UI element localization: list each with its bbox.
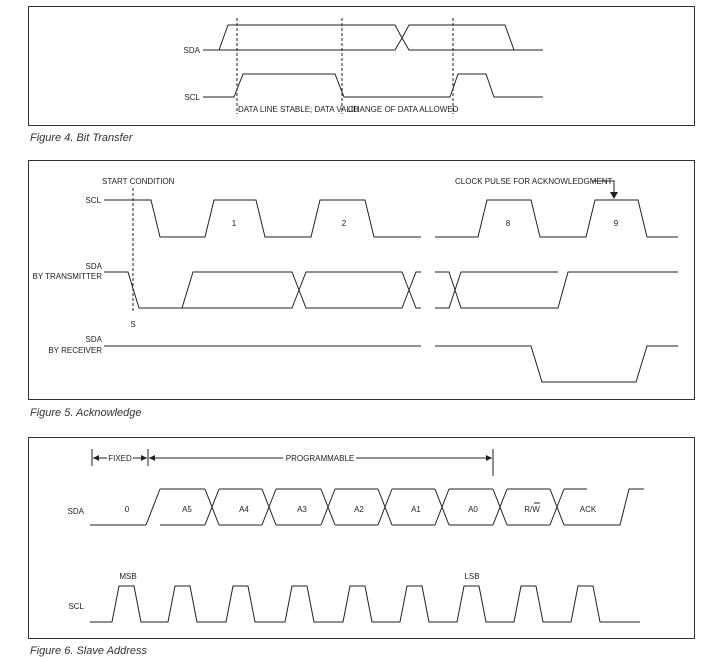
fig6-sda-cross <box>320 488 336 526</box>
fig6-prog-arrow-left <box>149 455 155 461</box>
fig6-sda-label: SDA <box>68 507 85 516</box>
fig6-bit-a5: A5 <box>182 505 192 514</box>
fig5-ack-arrow-line <box>592 180 615 193</box>
fig4-scl-waveform <box>203 73 543 98</box>
fig6-bit-a3: A3 <box>297 505 307 514</box>
fig6-sda-cross <box>434 488 450 526</box>
fig6-bit-a1: A1 <box>411 505 421 514</box>
fig6-sda-cross <box>145 488 161 526</box>
fig6-sda-cross <box>549 488 565 526</box>
fig6-bit-ack: ACK <box>580 505 597 514</box>
fig4-change-label: CHANGE OF DATA ALLOWED <box>348 105 459 114</box>
fig6-scl-waveform <box>90 585 640 623</box>
fig5-sda-tx-line-a <box>104 271 421 309</box>
fig5-sda-tx-line-b <box>182 271 421 309</box>
figure-4-panel <box>28 6 695 126</box>
fig4-sda-label: SDA <box>184 46 201 55</box>
fig5-s-label: S <box>130 320 135 329</box>
fig4-scl-label: SCL <box>184 93 200 102</box>
fig5-scl-waveform-b <box>435 199 678 238</box>
fig6-sda-waveform <box>90 488 644 526</box>
figure-4-diagram: SDA SCL DATA LINE STABLE; DATA VALID CHA… <box>184 18 543 114</box>
fig4-sda-low-line <box>203 24 543 51</box>
fig5-sda-tx-line-c <box>435 271 678 309</box>
fig5-ack-pulse-label: CLOCK PULSE FOR ACKNOWLEDGMENT <box>455 177 612 186</box>
fig5-sda-rx-label-2: BY RECEIVER <box>48 346 102 355</box>
fig6-scl-label: SCL <box>68 602 84 611</box>
fig4-stable-label: DATA LINE STABLE; DATA VALID <box>238 105 359 114</box>
fig5-pulse-1: 1 <box>232 219 237 228</box>
figure-6-caption: Figure 6. Slave Address <box>30 645 147 657</box>
fig6-bit-rw: R/W <box>524 505 540 514</box>
figure-6-panel <box>28 437 695 639</box>
fig5-sda-rx-label-1: SDA <box>86 335 103 344</box>
fig6-bit-a0: A0 <box>468 505 478 514</box>
fig5-scl-label: SCL <box>85 196 101 205</box>
fig6-lsb-label: LSB <box>464 572 479 581</box>
fig6-bit-0: 0 <box>125 505 130 514</box>
fig6-fixed-label: FIXED <box>108 454 132 463</box>
fig5-scl-waveform-a <box>104 199 421 238</box>
fig5-pulse-8: 8 <box>506 219 511 228</box>
fig6-sda-cross <box>204 488 220 526</box>
fig6-bit-a4: A4 <box>239 505 249 514</box>
fig6-prog-arrow-right <box>486 455 492 461</box>
fig6-fixed-arrow-right <box>141 455 147 461</box>
fig5-start-label: START CONDITION <box>102 177 175 186</box>
fig6-sda-cross <box>261 488 277 526</box>
fig6-msb-label: MSB <box>119 572 136 581</box>
fig6-scl-pulses <box>90 585 640 623</box>
fig5-sda-rx-line-b <box>435 345 678 383</box>
fig5-sda-tx-label-1: SDA <box>86 262 103 271</box>
fig5-ack-arrow-head <box>610 192 618 199</box>
fig6-sda-ack-bottom <box>564 488 644 526</box>
fig5-pulse-9: 9 <box>614 219 619 228</box>
fig5-sda-tx-line-d <box>435 271 558 309</box>
fig6-sda-cross <box>377 488 393 526</box>
fig6-programmable-label: PROGRAMMABLE <box>286 454 354 463</box>
figure-6-diagram: FIXED PROGRAMMABLE SDA SCL 0 A5 A4 A3 A2… <box>68 449 644 623</box>
fig5-pulse-2: 2 <box>342 219 347 228</box>
fig6-sda-cross <box>492 488 508 526</box>
fig4-sda-high-line <box>219 24 515 51</box>
fig6-fixed-arrow-left <box>93 455 99 461</box>
fig5-sda-tx-label-2: BY TRANSMITTER <box>33 272 103 281</box>
figure-5-diagram: START CONDITION SCL SDA BY TRANSMITTER S… <box>33 177 678 383</box>
figure-4-caption: Figure 4. Bit Transfer <box>30 132 133 144</box>
fig6-bit-a2: A2 <box>354 505 364 514</box>
figure-5-caption: Figure 5. Acknowledge <box>30 407 142 419</box>
